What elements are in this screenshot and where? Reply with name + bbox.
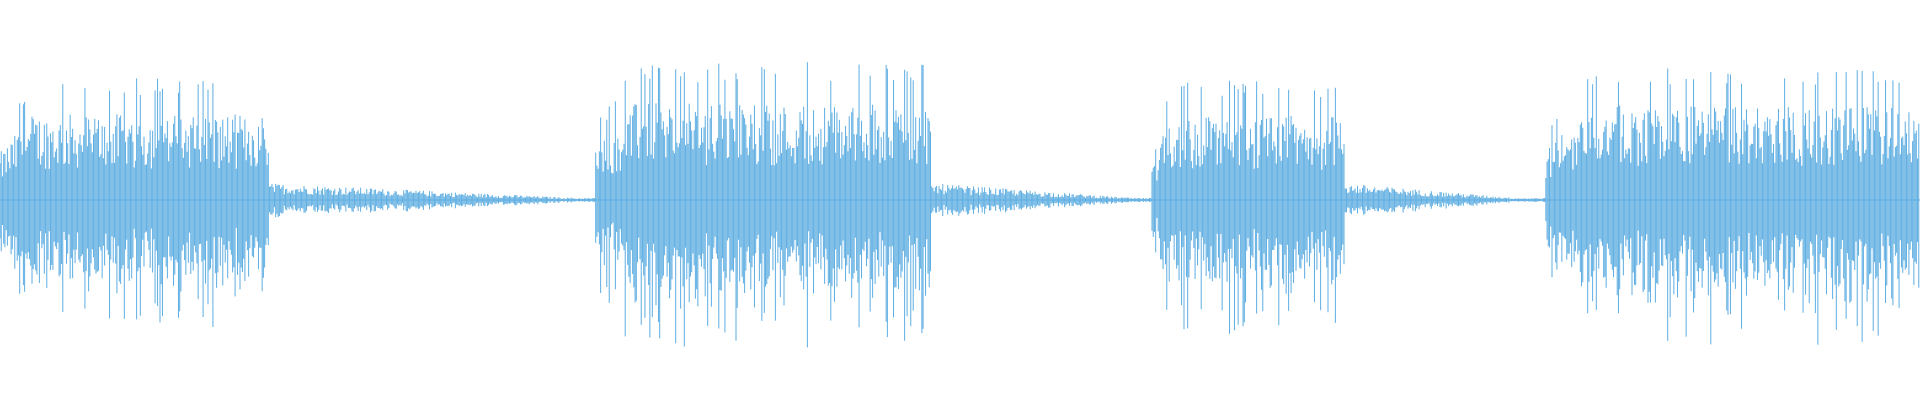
waveform-samples <box>0 62 1920 348</box>
waveform-path <box>0 62 1920 348</box>
